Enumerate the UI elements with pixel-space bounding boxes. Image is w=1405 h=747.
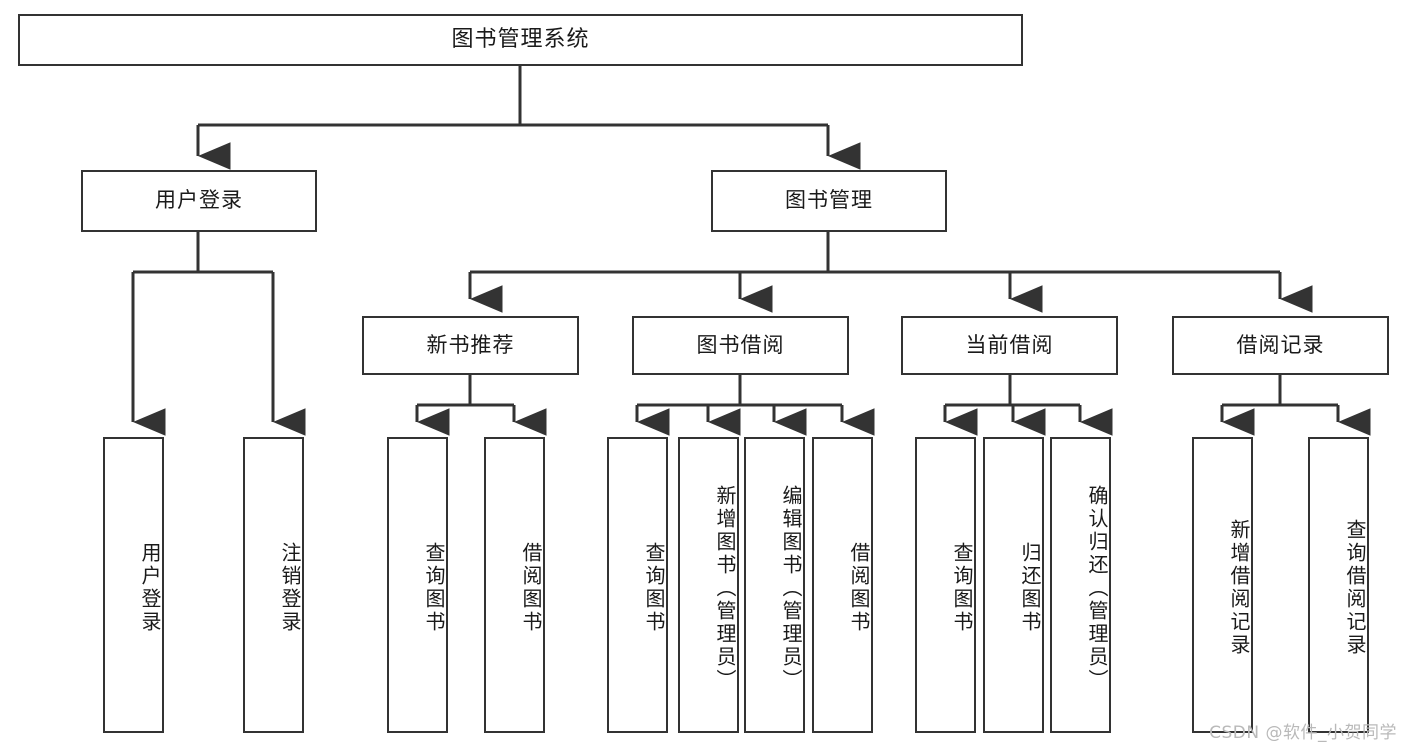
node-root-book-management-system[interactable]: 图书管理系统: [18, 14, 1023, 66]
watermark: CSDN @软件_小贺同学: [1209, 723, 1397, 743]
node-label: 编辑图书（管理员）: [779, 484, 803, 692]
node-label: 借阅记录: [1236, 332, 1325, 357]
node-book-borrow[interactable]: 图书借阅: [632, 316, 849, 375]
leaf-current-borrow-confirm-return[interactable]: 确认归还（管理员）: [1050, 437, 1111, 733]
node-label: 当前借阅: [965, 332, 1054, 357]
leaf-new-book-borrow[interactable]: 借阅图书: [484, 437, 545, 733]
node-new-book-recommend[interactable]: 新书推荐: [362, 316, 579, 375]
node-label: 借阅图书: [847, 542, 871, 634]
node-borrow-record[interactable]: 借阅记录: [1172, 316, 1389, 375]
node-label: 查询图书: [422, 542, 446, 634]
leaf-book-borrow-query[interactable]: 查询图书: [607, 437, 668, 733]
node-label: 归还图书: [1018, 542, 1042, 634]
leaf-borrow-record-add[interactable]: 新增借阅记录: [1192, 437, 1253, 733]
node-label: 查询图书: [642, 542, 666, 634]
leaf-user-login-logout[interactable]: 注销登录: [243, 437, 304, 733]
node-label: 图书借阅: [696, 332, 785, 357]
node-label: 图书管理: [785, 188, 873, 213]
node-user-login[interactable]: 用户登录: [81, 170, 317, 232]
node-current-borrow[interactable]: 当前借阅: [901, 316, 1118, 375]
node-label: 用户登录: [138, 542, 162, 634]
leaf-book-borrow-add[interactable]: 新增图书（管理员）: [678, 437, 739, 733]
node-label: 新书推荐: [426, 332, 515, 357]
leaf-new-book-query[interactable]: 查询图书: [387, 437, 448, 733]
node-label: 新增借阅记录: [1227, 519, 1251, 657]
node-label: 查询图书: [950, 542, 974, 634]
leaf-user-login-login[interactable]: 用户登录: [103, 437, 164, 733]
node-label: 确认归还（管理员）: [1085, 484, 1109, 692]
leaf-current-borrow-query[interactable]: 查询图书: [915, 437, 976, 733]
node-label: 借阅图书: [519, 542, 543, 634]
leaf-book-borrow-edit[interactable]: 编辑图书（管理员）: [744, 437, 805, 733]
node-book-management[interactable]: 图书管理: [711, 170, 947, 232]
node-label: 查询借阅记录: [1343, 519, 1367, 657]
node-label: 注销登录: [278, 542, 302, 634]
leaf-borrow-record-query[interactable]: 查询借阅记录: [1308, 437, 1369, 733]
leaf-book-borrow-borrow[interactable]: 借阅图书: [812, 437, 873, 733]
leaf-current-borrow-return[interactable]: 归还图书: [983, 437, 1044, 733]
node-label: 图书管理系统: [451, 26, 590, 52]
node-label: 新增图书（管理员）: [713, 484, 737, 692]
node-label: 用户登录: [155, 188, 243, 213]
